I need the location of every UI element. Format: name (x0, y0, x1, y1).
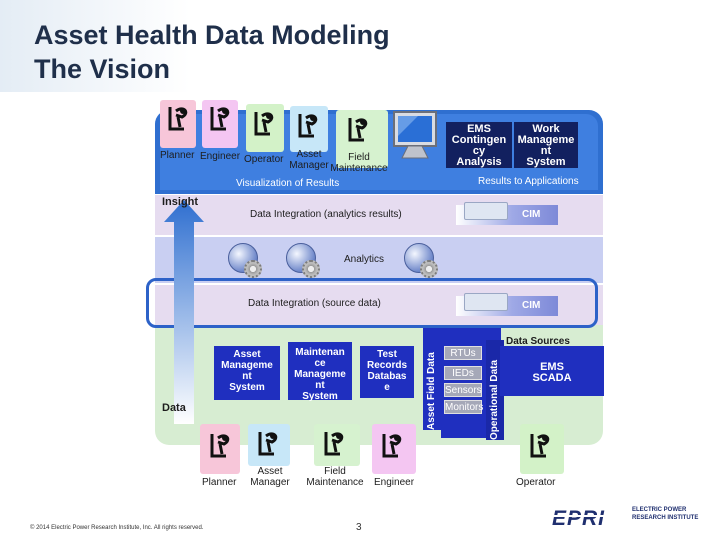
asset-management-system-box: Asset Manageme nt System (214, 346, 280, 400)
epri-logo-line2: RESEARCH INSTITUTE (632, 515, 699, 521)
ems-line4: Analysis (456, 156, 502, 168)
mms-line3: Manageme (294, 369, 346, 380)
planner-icon (168, 107, 188, 131)
monitors-tag: Monitors (444, 400, 484, 414)
top-asset-manager-line1: Asset (296, 149, 322, 160)
insight-arrow (164, 200, 204, 424)
page-number: 3 (356, 522, 362, 533)
epri-logo-icon: EPRI (552, 507, 622, 528)
work-line2: Manageme (517, 134, 575, 146)
top-field-maintenance-label: Field Maintenance (330, 152, 388, 174)
ieds-tag: IEDs (444, 366, 482, 380)
epri-logo-line1: ELECTRIC POWER (632, 507, 687, 513)
top-planner-label: Planner (160, 150, 195, 161)
top-asset-manager-line2: Manager (289, 160, 329, 171)
bottom-asset-manager-icon (258, 432, 278, 456)
trd-line1: Test (377, 349, 397, 360)
source-integration-highlight (146, 278, 598, 328)
bottom-planner-label: Planner (202, 477, 237, 488)
results-to-applications-label: Results to Applications (478, 176, 579, 187)
title-line-1: Asset Health Data Modeling (34, 20, 390, 50)
ems-contingency-box: EMS Contingen cy Analysis (446, 122, 512, 168)
ams-line2: Manageme (221, 360, 273, 371)
analytics-gear-icon-1 (244, 260, 262, 278)
trd-line3: Databas (367, 371, 407, 382)
epri-logo-text: ELECTRIC POWER RESEARCH INSTITUTE (632, 506, 698, 522)
bottom-asset-manager-line1: Asset (257, 466, 283, 477)
work-management-box: Work Manageme nt System (514, 122, 578, 168)
sensors-tag: Sensors (444, 383, 482, 397)
work-line3: nt (540, 145, 552, 157)
bottom-planner-icon (210, 434, 230, 458)
data-sources-label: Data Sources (506, 336, 570, 347)
analytics-label: Analytics (344, 254, 385, 265)
ems-line3: cy (472, 145, 486, 157)
ems-scada-line1: EMS (540, 361, 564, 373)
operational-data-label: Operational Data (489, 359, 500, 440)
mms-line4: nt (315, 380, 325, 391)
trd-line4: e (384, 382, 390, 393)
ams-line3: nt (242, 371, 252, 382)
asset-field-data-bar (423, 328, 441, 430)
bottom-operator-icon (530, 434, 550, 458)
insight-label: Insight (162, 196, 199, 208)
analytics-gear-icon-3 (420, 260, 438, 278)
bottom-operator-label: Operator (516, 477, 556, 488)
visualization-label: Visualization of Results (236, 178, 340, 189)
bottom-engineer-icon (382, 434, 402, 458)
cim-source-model-icon (464, 293, 508, 311)
rtus-tag: RTUs (444, 346, 482, 360)
bottom-engineer-label: Engineer (374, 477, 415, 488)
top-field-line2: Maintenance (330, 163, 388, 174)
bottom-field-maintenance-tile (314, 424, 360, 466)
bottom-field-line2: Maintenance (306, 477, 364, 488)
cim-source-label: CIM (522, 300, 541, 311)
cim-results-model-icon (464, 202, 508, 220)
ems-scada-line2: SCADA (532, 372, 572, 384)
bottom-field-line1: Field (324, 466, 346, 477)
analytics-gear-icon-2 (302, 260, 320, 278)
mms-line1: Maintenan (295, 347, 345, 358)
cim-results-label: CIM (522, 209, 541, 220)
operator-icon (254, 112, 274, 136)
mms-line2: ce (314, 358, 326, 369)
ems-scada-box: EMS SCADA (500, 346, 604, 396)
copyright-footer: © 2014 Electric Power Research Institute… (30, 525, 204, 531)
bottom-field-maintenance-icon (324, 432, 344, 456)
ems-line1: EMS (467, 123, 491, 135)
trd-line2: Records (366, 360, 407, 371)
integration-source-label: Data Integration (source data) (248, 298, 381, 309)
ams-line4: System (229, 382, 265, 393)
test-records-database-box: Test Records Databas e (360, 346, 414, 398)
bottom-asset-manager-label: Asset Manager (246, 466, 294, 488)
engineer-icon (210, 107, 230, 131)
title-line-2: The Vision (34, 54, 171, 84)
title-gradient-background (0, 0, 190, 92)
top-asset-manager-label: Asset Manager (288, 149, 330, 171)
ams-line1: Asset (233, 349, 261, 360)
asset-field-data-label: Asset Field Data (426, 352, 437, 430)
integration-results-label: Data Integration (analytics results) (250, 209, 402, 220)
ems-line2: Contingen (451, 134, 507, 146)
page-title: Asset Health Data Modeling The Vision (34, 18, 390, 86)
svg-text:EPRI: EPRI (552, 507, 605, 528)
asset-manager-icon (298, 114, 318, 138)
mms-line5: System (302, 391, 338, 402)
bottom-field-maintenance-label: Field Maintenance (302, 466, 368, 488)
work-line4: System (526, 156, 566, 168)
field-maintenance-icon (348, 118, 368, 142)
monitor-icon (393, 111, 437, 159)
maintenance-management-system-box: Maintenan ce Manageme nt System (288, 342, 352, 402)
top-engineer-label: Engineer (200, 151, 241, 162)
top-field-line1: Field (348, 152, 370, 163)
bottom-asset-manager-line2: Manager (250, 477, 290, 488)
operational-data-bar (486, 340, 504, 440)
work-line1: Work (532, 123, 560, 135)
data-label: Data (162, 402, 186, 414)
top-operator-label: Operator (244, 154, 284, 165)
